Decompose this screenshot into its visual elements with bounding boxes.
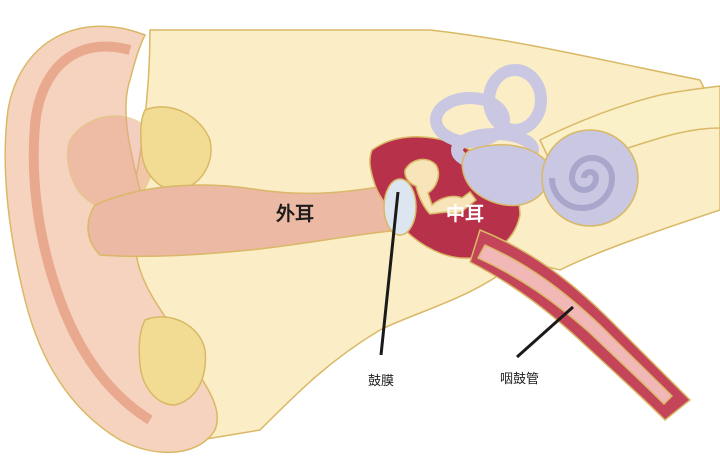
- lower-cartilage: [138, 316, 207, 406]
- eustachian-tube-lumen: [476, 244, 674, 406]
- eardrum-label: 鼓膜: [368, 374, 395, 389]
- eardrum-leader-line: [379, 191, 400, 356]
- ear-canal: [87, 184, 401, 258]
- pinna-helix: [28, 41, 153, 425]
- ossicles: [404, 158, 478, 215]
- eardrum: [383, 178, 417, 236]
- cochlea-spiral: [549, 155, 616, 211]
- middle-ear-label: 中耳: [446, 203, 485, 225]
- eustachian-tube-leader-line: [516, 305, 574, 359]
- cochlea: [541, 129, 639, 227]
- vestibule: [461, 144, 550, 207]
- outer-ear-label: 外耳: [276, 203, 315, 225]
- semicircular-canals: [430, 64, 547, 172]
- eustachian-tube-label: 咽鼓管: [500, 372, 540, 387]
